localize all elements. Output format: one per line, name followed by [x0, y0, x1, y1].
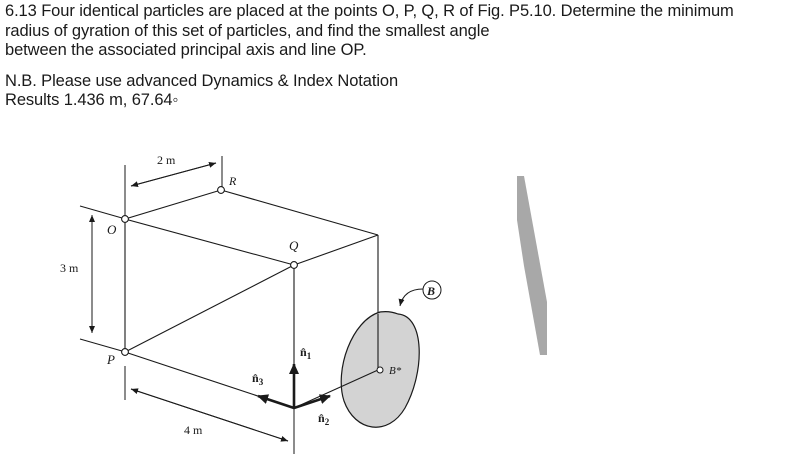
- dimension-3m: [79, 205, 123, 352]
- n3-hat: n̂: [252, 371, 259, 385]
- mass-center-point: [376, 366, 384, 374]
- dimension-4m: [124, 366, 295, 454]
- point-r: [217, 186, 225, 194]
- box-wireframe: [124, 189, 379, 409]
- point-p: [121, 348, 129, 356]
- problem-statement: 6.13 Four identical particles are placed…: [5, 2, 801, 61]
- n1-label: n̂1: [300, 345, 312, 361]
- statement-line-2: radius of gyration of this set of partic…: [5, 21, 490, 40]
- label-q: Q: [289, 238, 299, 253]
- n2-sub: 2: [325, 417, 330, 427]
- dimension-left-label: 3 m: [60, 261, 79, 275]
- statement-line-1: 6.13 Four identical particles are placed…: [5, 2, 734, 20]
- n2-label: n̂2: [318, 411, 330, 427]
- label-r: R: [228, 174, 237, 188]
- dimension-2m: [124, 156, 223, 220]
- dimension-bottom-label: 4 m: [184, 423, 203, 437]
- label-p: P: [106, 352, 115, 367]
- statement-line-3: between the associated principal axis an…: [5, 41, 367, 59]
- n2-hat: n̂: [318, 411, 325, 425]
- mass-center-label: B*: [389, 365, 402, 377]
- note-line-2: Results 1.436 m, 67.64◦: [5, 91, 179, 109]
- scan-artifact: [517, 176, 547, 355]
- n1-hat: n̂: [300, 345, 307, 359]
- body-b-label-circle: [422, 280, 442, 300]
- note-line-1: N.B. Please use advanced Dynamics & Inde…: [5, 71, 399, 90]
- point-q: [290, 261, 298, 269]
- body-b-label: B: [426, 284, 435, 298]
- label-o: O: [107, 222, 117, 237]
- n1-sub: 1: [307, 351, 312, 361]
- body-b-leader: [398, 288, 424, 307]
- dimension-top-label: 2 m: [157, 153, 176, 167]
- n3-label: n̂3: [252, 371, 264, 387]
- problem-text: 6.13 Four identical particles are placed…: [5, 2, 801, 111]
- problem-note: N.B. Please use advanced Dynamics & Inde…: [5, 72, 801, 111]
- n3-sub: 3: [259, 377, 264, 387]
- point-o: [121, 215, 129, 223]
- unit-vector-arrows: [257, 363, 331, 410]
